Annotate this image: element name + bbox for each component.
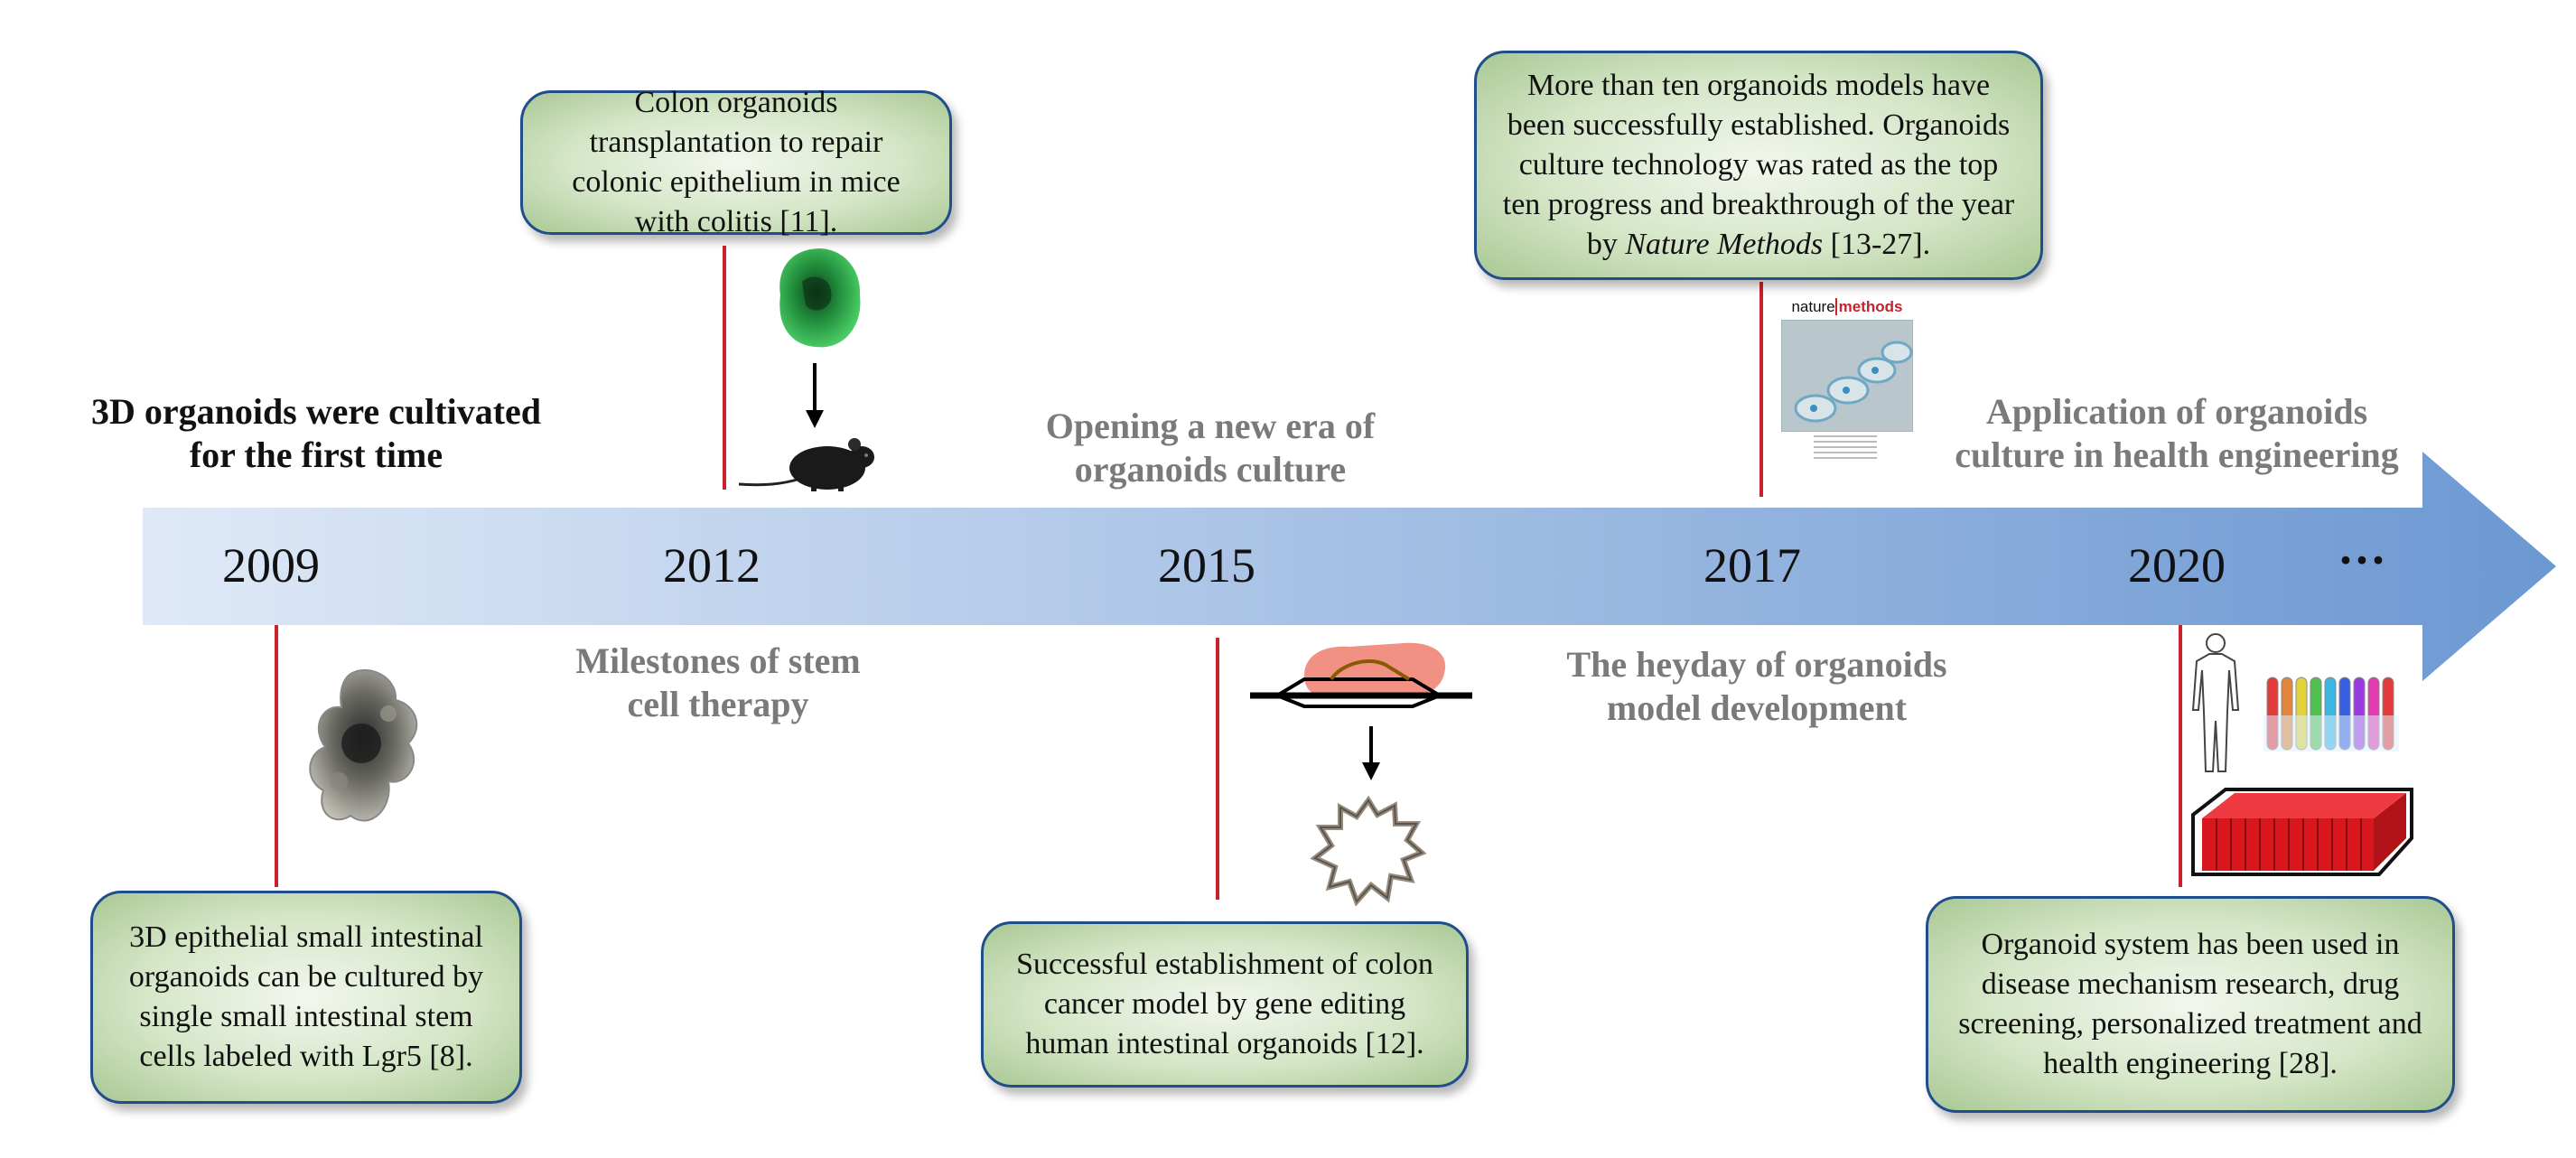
organoid-outline-icon — [1310, 795, 1427, 907]
year-2012: 2012 — [663, 538, 761, 593]
box-2017-text-pre: More than ten organoids models have been… — [1502, 69, 2015, 261]
box-2020: Organoid system has been used in disease… — [1926, 896, 2455, 1113]
journal-cover-image — [1781, 320, 1913, 432]
box-2017-journal: Nature Methods — [1625, 228, 1824, 261]
year-2017: 2017 — [1703, 538, 1801, 593]
green-organoid-icon — [779, 248, 861, 348]
organoid-micrograph-icon — [309, 668, 418, 822]
human-figure-icon — [2191, 633, 2240, 772]
down-arrow-icon — [806, 363, 824, 428]
year-2015: 2015 — [1158, 538, 1255, 593]
year-2009: 2009 — [222, 538, 320, 593]
down-arrow-icon — [1362, 726, 1380, 780]
year-2020: 2020 — [2128, 538, 2226, 593]
connector-2017 — [1759, 282, 1763, 497]
mouse-icon — [738, 438, 874, 491]
box-2015-text: Successful establishment of colon cancer… — [1016, 948, 1433, 1060]
box-2017-text-post: [13-27]. — [1823, 228, 1931, 261]
connector-2012 — [723, 246, 726, 490]
box-2015: Successful establishment of colon cancer… — [981, 921, 1469, 1088]
heading-2009: 3D organoids were cultivated for the fir… — [90, 391, 542, 475]
box-2012: Colon organoids transplantation to repai… — [520, 86, 952, 238]
connector-2009 — [275, 625, 278, 887]
heading-2015: Opening a new era of organoids culture — [1045, 406, 1376, 490]
test-tube-rack-icon — [2263, 677, 2399, 752]
heading-2020: Application of organoids culture in heal… — [1955, 391, 2399, 475]
gene-editing-icon — [1250, 642, 1472, 708]
heading-2017: The heyday of organoids model developmen… — [1566, 644, 1947, 728]
journal-name-left: nature — [1791, 298, 1835, 315]
box-2017-text: More than ten organoids models have been… — [1497, 66, 2021, 265]
heading-2012: Milestones of stem cell therapy — [575, 640, 861, 724]
well-plate-icon — [2191, 788, 2413, 876]
box-2017: More than ten organoids models have been… — [1474, 51, 2043, 280]
journal-cover-lines — [1814, 435, 1877, 461]
box-2020-text: Organoid system has been used in disease… — [1958, 928, 2422, 1080]
box-2009: 3D epithelial small intestinal organoids… — [90, 891, 522, 1104]
connector-2015 — [1216, 638, 1219, 900]
box-2009-text: 3D epithelial small intestinal organoids… — [128, 920, 484, 1073]
journal-name-right: methods — [1834, 298, 1903, 315]
connector-2020 — [2179, 625, 2182, 887]
ellipsis: ··· — [2338, 533, 2387, 587]
box-2012-text: Colon organoids transplantation to repai… — [572, 86, 901, 238]
